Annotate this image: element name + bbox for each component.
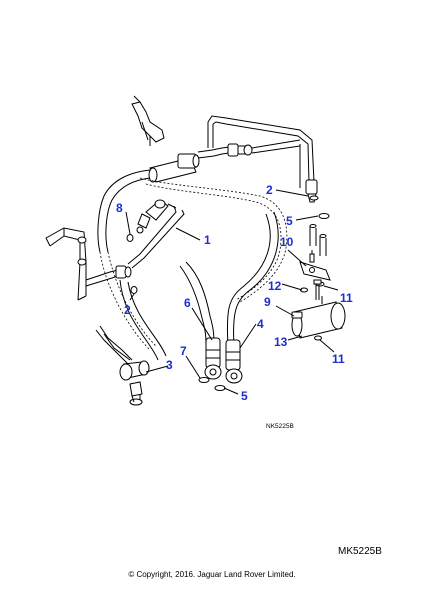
drawing-ref-small: NK5225B: [266, 423, 294, 430]
hose-left: [99, 251, 167, 361]
o-ring-5a: [318, 213, 330, 219]
callout-12: 12: [268, 279, 282, 293]
callouts: 1 2 2 3 4 5 5 6 7 8 9 10 11 11 12 13: [116, 183, 353, 403]
callout-8: 8: [116, 201, 123, 215]
o-ring-5b: [214, 385, 226, 391]
o-ring-7: [198, 377, 210, 383]
o-ring-2b: [130, 286, 138, 294]
callout-2-lower: 2: [124, 303, 131, 317]
mounting-clip: [131, 95, 165, 146]
callout-3: 3: [166, 358, 173, 372]
o-ring-8: [126, 234, 134, 242]
pipe-assembly-1: [127, 199, 185, 269]
hose-pair-right: [179, 211, 279, 384]
callout-13: 13: [274, 335, 288, 349]
drawing-ref: MK5225B: [338, 546, 382, 557]
callout-9: 9: [264, 295, 271, 309]
pipe-assembly-upper: [97, 115, 318, 303]
o-ring-11b: [314, 335, 322, 341]
callout-11-upper: 11: [340, 291, 353, 305]
callout-5-lower: 5: [241, 389, 248, 403]
callout-11-lower: 11: [332, 352, 345, 366]
callout-5-upper: 5: [286, 214, 293, 228]
receiver-drier: [291, 296, 346, 339]
pipe-assembly-left: [45, 227, 132, 301]
leader-lines: [125, 189, 339, 395]
callout-10: 10: [280, 235, 294, 249]
o-rings: [126, 195, 330, 391]
callout-2-upper: 2: [266, 183, 273, 197]
o-ring-2a: [309, 195, 319, 201]
connection-plate: [299, 224, 331, 300]
copyright-notice: © Copyright, 2016. Jaguar Land Rover Lim…: [128, 570, 295, 579]
callout-4: 4: [257, 317, 264, 331]
pressure-switch: [95, 325, 150, 406]
callout-1: 1: [204, 233, 211, 247]
callout-6: 6: [184, 296, 191, 310]
callout-7: 7: [180, 344, 187, 358]
